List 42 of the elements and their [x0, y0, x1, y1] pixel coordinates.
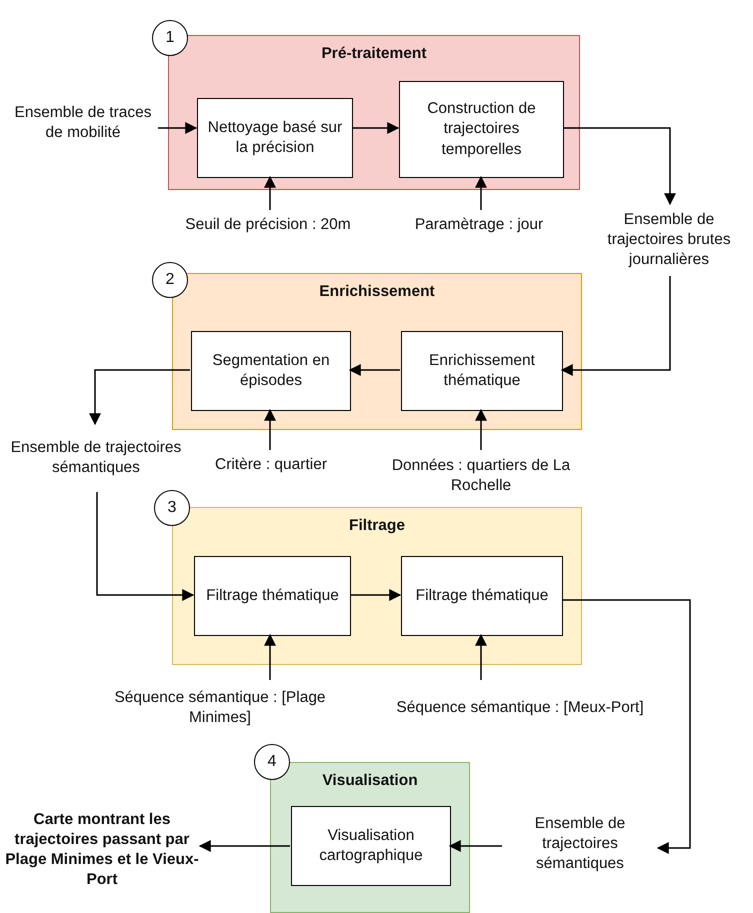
stage-panel: [172, 273, 582, 430]
flow-text: Ensemble de trajectoires sémantiques: [502, 806, 658, 882]
arrow: [96, 492, 194, 601]
arrow: [264, 176, 276, 210]
result-text: Carte montrant les trajectoires passant par Plage Minimes et le Vieux-Port: [4, 788, 200, 912]
process-box: Segmentation en épisodes: [191, 331, 351, 411]
flow-text: Données : quartiers de La Rochelle: [364, 450, 598, 502]
step-number-circle: 3: [154, 490, 190, 526]
arrow: [158, 122, 198, 134]
arrow: [562, 599, 691, 854]
process-box: Construction de trajectoires temporelles: [399, 81, 564, 178]
arrow: [348, 364, 400, 376]
arrow: [475, 176, 487, 210]
flow-text: Ensemble de traces de mobilité: [8, 78, 158, 168]
process-box: Enrichissement thématique: [401, 331, 563, 411]
arrow: [560, 276, 671, 376]
stage-title: Filtrage: [349, 516, 405, 536]
arrow: [448, 840, 502, 852]
flow-text: Critère : quartier: [186, 450, 356, 480]
process-box: Visualisation cartographique: [291, 806, 451, 886]
arrow: [352, 122, 400, 134]
flow-text: Séquence sémantique : [Plage Minimes]: [100, 680, 340, 736]
stage-title: Enrichissement: [319, 282, 435, 302]
arrow: [89, 369, 190, 426]
stage-title: Pré-traitement: [321, 44, 427, 64]
stage-title: Visualisation: [322, 771, 418, 791]
arrow: [264, 408, 276, 450]
process-box: Filtrage thématique: [194, 556, 351, 636]
arrow: [198, 840, 290, 852]
step-number-circle: 2: [152, 262, 188, 298]
flow-text: Ensemble de trajectoires brutes journalières: [588, 204, 750, 276]
arrow: [475, 634, 487, 680]
arrow: [563, 127, 676, 206]
arrow: [350, 589, 402, 601]
arrow: [264, 634, 276, 680]
arrow: [475, 408, 487, 450]
process-box: Nettoyage basé sur la précision: [197, 98, 353, 178]
step-number-circle: 1: [152, 20, 188, 56]
step-number-circle: 4: [254, 744, 290, 780]
flow-text: Séquence sémantique : [Meux-Port]: [392, 680, 648, 736]
flow-text: Ensemble de trajectoires sémantiques: [8, 424, 184, 492]
process-box: Filtrage thématique: [401, 556, 563, 636]
